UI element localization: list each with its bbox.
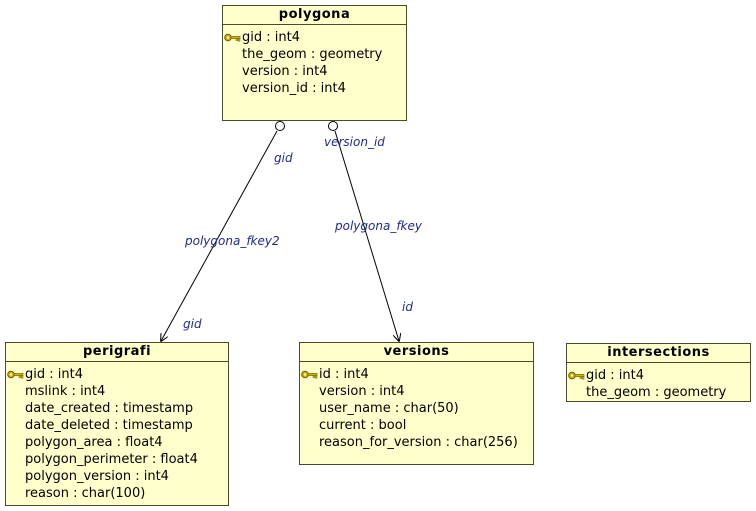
relation-line-fkey[interactable] bbox=[334, 130, 399, 341]
relation-target-col: gid bbox=[183, 317, 202, 331]
field-text: current : bool bbox=[319, 418, 407, 433]
field-row: version : int4 bbox=[223, 63, 406, 80]
field-row: reason_for_version : char(256) bbox=[300, 434, 533, 451]
field-text: polygon_version : int4 bbox=[25, 469, 169, 484]
entity-title: polygona bbox=[223, 6, 406, 25]
field-text: reason : char(100) bbox=[25, 486, 146, 501]
relation-source-col: version_id bbox=[324, 135, 385, 149]
field-list: gid : int4 mslink : int4 date_created : ti… bbox=[6, 362, 228, 502]
field-list: gid : int4 the_geom : geometry bbox=[567, 363, 750, 401]
entity-versions[interactable]: versions id : int4 version : int4 user_nam… bbox=[299, 342, 534, 465]
relation-name: polygona_fkey2 bbox=[184, 234, 280, 248]
field-text: gid : int4 bbox=[586, 368, 644, 383]
field-row: version_id : int4 bbox=[223, 80, 406, 97]
field-row: mslink : int4 bbox=[6, 383, 228, 400]
field-text: version_id : int4 bbox=[242, 81, 346, 96]
field-row: current : bool bbox=[300, 417, 533, 434]
field-text: user_name : char(50) bbox=[319, 401, 459, 416]
field-row: polygon_version : int4 bbox=[6, 468, 228, 485]
entity-title: versions bbox=[300, 343, 533, 362]
key-icon bbox=[7, 370, 24, 379]
key-icon bbox=[301, 370, 318, 379]
field-text: id : int4 bbox=[319, 367, 369, 382]
field-list: gid : int4 the_geom : geometry version : i… bbox=[223, 25, 406, 97]
field-row: date_deleted : timestamp bbox=[6, 417, 228, 434]
field-text: reason_for_version : char(256) bbox=[319, 435, 518, 450]
field-row: the_geom : geometry bbox=[223, 46, 406, 63]
key-icon bbox=[568, 371, 585, 380]
entity-title: intersections bbox=[567, 344, 750, 363]
field-text: version : int4 bbox=[319, 384, 405, 399]
field-text: date_deleted : timestamp bbox=[25, 418, 193, 433]
field-row: gid : int4 bbox=[223, 29, 406, 46]
field-text: polygon_perimeter : float4 bbox=[25, 452, 198, 467]
relation-source-col: gid bbox=[274, 151, 293, 165]
field-text: gid : int4 bbox=[25, 367, 83, 382]
field-row: id : int4 bbox=[300, 366, 533, 383]
field-text: date_created : timestamp bbox=[25, 401, 194, 416]
field-row: user_name : char(50) bbox=[300, 400, 533, 417]
entity-title: perigrafi bbox=[6, 343, 228, 362]
field-text: polygon_area : float4 bbox=[25, 435, 163, 450]
relation-origin-circle bbox=[275, 121, 285, 131]
field-list: id : int4 version : int4 user_name : char(… bbox=[300, 362, 533, 451]
field-row: gid : int4 bbox=[6, 366, 228, 383]
key-icon bbox=[224, 33, 241, 42]
relation-origin-circle bbox=[328, 121, 338, 131]
relation-target-col: id bbox=[402, 300, 413, 314]
field-row: the_geom : geometry bbox=[567, 384, 750, 401]
field-text: version : int4 bbox=[242, 64, 328, 79]
relation-line-fkey2[interactable] bbox=[161, 130, 278, 341]
entity-intersections[interactable]: intersections gid : int4 the_geom : geome… bbox=[566, 343, 751, 402]
field-row: date_created : timestamp bbox=[6, 400, 228, 417]
field-row: gid : int4 bbox=[567, 367, 750, 384]
relation-name: polygona_fkey bbox=[334, 219, 423, 233]
field-text: the_geom : geometry bbox=[242, 47, 383, 62]
field-row: polygon_perimeter : float4 bbox=[6, 451, 228, 468]
field-row: polygon_area : float4 bbox=[6, 434, 228, 451]
entity-polygona[interactable]: polygona gid : int4 the_geom : geometry ve… bbox=[222, 5, 407, 121]
field-text: gid : int4 bbox=[242, 30, 300, 45]
entity-perigrafi[interactable]: perigrafi gid : int4 mslink : int4 date_cr… bbox=[5, 342, 229, 506]
field-text: the_geom : geometry bbox=[586, 385, 727, 400]
field-row: reason : char(100) bbox=[6, 485, 228, 502]
field-text: mslink : int4 bbox=[25, 384, 106, 399]
field-row: version : int4 bbox=[300, 383, 533, 400]
